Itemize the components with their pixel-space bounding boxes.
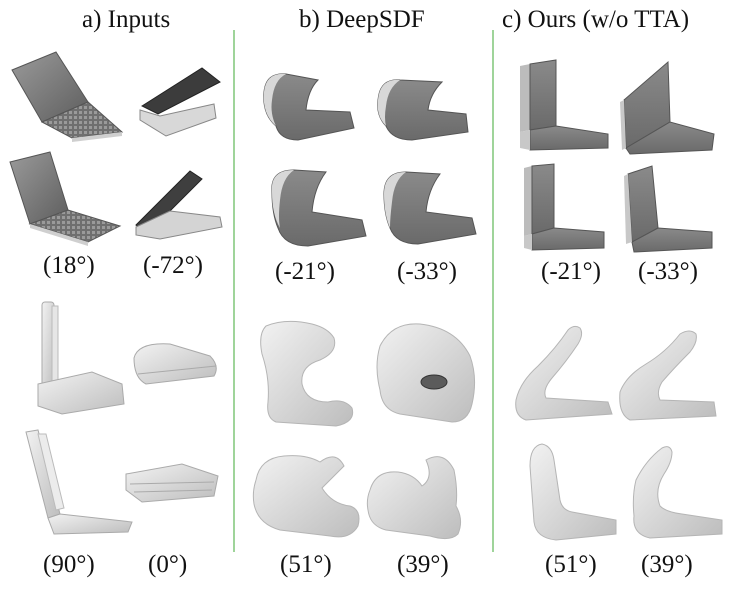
ours-stapler-shape — [619, 330, 717, 421]
angle-label: (-33°) — [638, 258, 698, 285]
angle-label: (-21°) — [275, 258, 335, 285]
angle-label: (-21°) — [541, 258, 601, 285]
deepsdf-laptop-shape — [383, 171, 477, 245]
deepsdf-laptop-shape — [263, 73, 355, 141]
ours-laptop-shape — [520, 59, 609, 151]
deepsdf-stapler-shape — [260, 320, 354, 427]
ours-stapler-shape — [632, 446, 723, 539]
laptop-open-input-shape — [9, 151, 122, 246]
angle-label: (39°) — [397, 551, 449, 578]
angle-label: (90°) — [43, 551, 95, 578]
laptop-open-input-shape — [11, 51, 124, 142]
angle-label: (0°) — [148, 551, 188, 578]
column-title-inputs: a) Inputs — [82, 6, 171, 33]
deepsdf-stapler-shape — [376, 323, 476, 423]
angle-label: (51°) — [280, 551, 332, 578]
column-divider — [492, 30, 494, 552]
ours-laptop-shape — [624, 165, 713, 253]
column-divider — [233, 30, 235, 552]
ours-stapler-shape — [529, 443, 617, 541]
laptop-flat-input-shape — [139, 67, 221, 137]
angle-label: (-33°) — [397, 258, 457, 285]
deepsdf-stapler-shape — [252, 455, 360, 538]
stapler-closed-input-shape — [125, 463, 219, 503]
ours-stapler-shape — [515, 325, 613, 421]
stapler-flat-input-shape — [25, 429, 133, 535]
column-title-deepsdf: b) DeepSDF — [299, 6, 425, 33]
angle-label: (39°) — [641, 551, 693, 578]
column-title-ours: c) Ours (w/o TTA) — [502, 6, 690, 33]
deepsdf-stapler-shape — [366, 456, 462, 540]
stapler-open-input-shape — [37, 301, 125, 415]
angle-label: (18°) — [43, 252, 95, 279]
ours-laptop-shape — [620, 60, 715, 155]
deepsdf-laptop-shape — [271, 169, 367, 247]
deepsdf-laptop-shape — [377, 79, 469, 141]
ours-laptop-shape — [524, 163, 605, 251]
laptop-tilted-input-shape — [135, 170, 223, 240]
angle-label: (51°) — [545, 551, 597, 578]
stapler-closed-input-shape — [133, 343, 217, 385]
angle-label: (-72°) — [143, 252, 203, 279]
